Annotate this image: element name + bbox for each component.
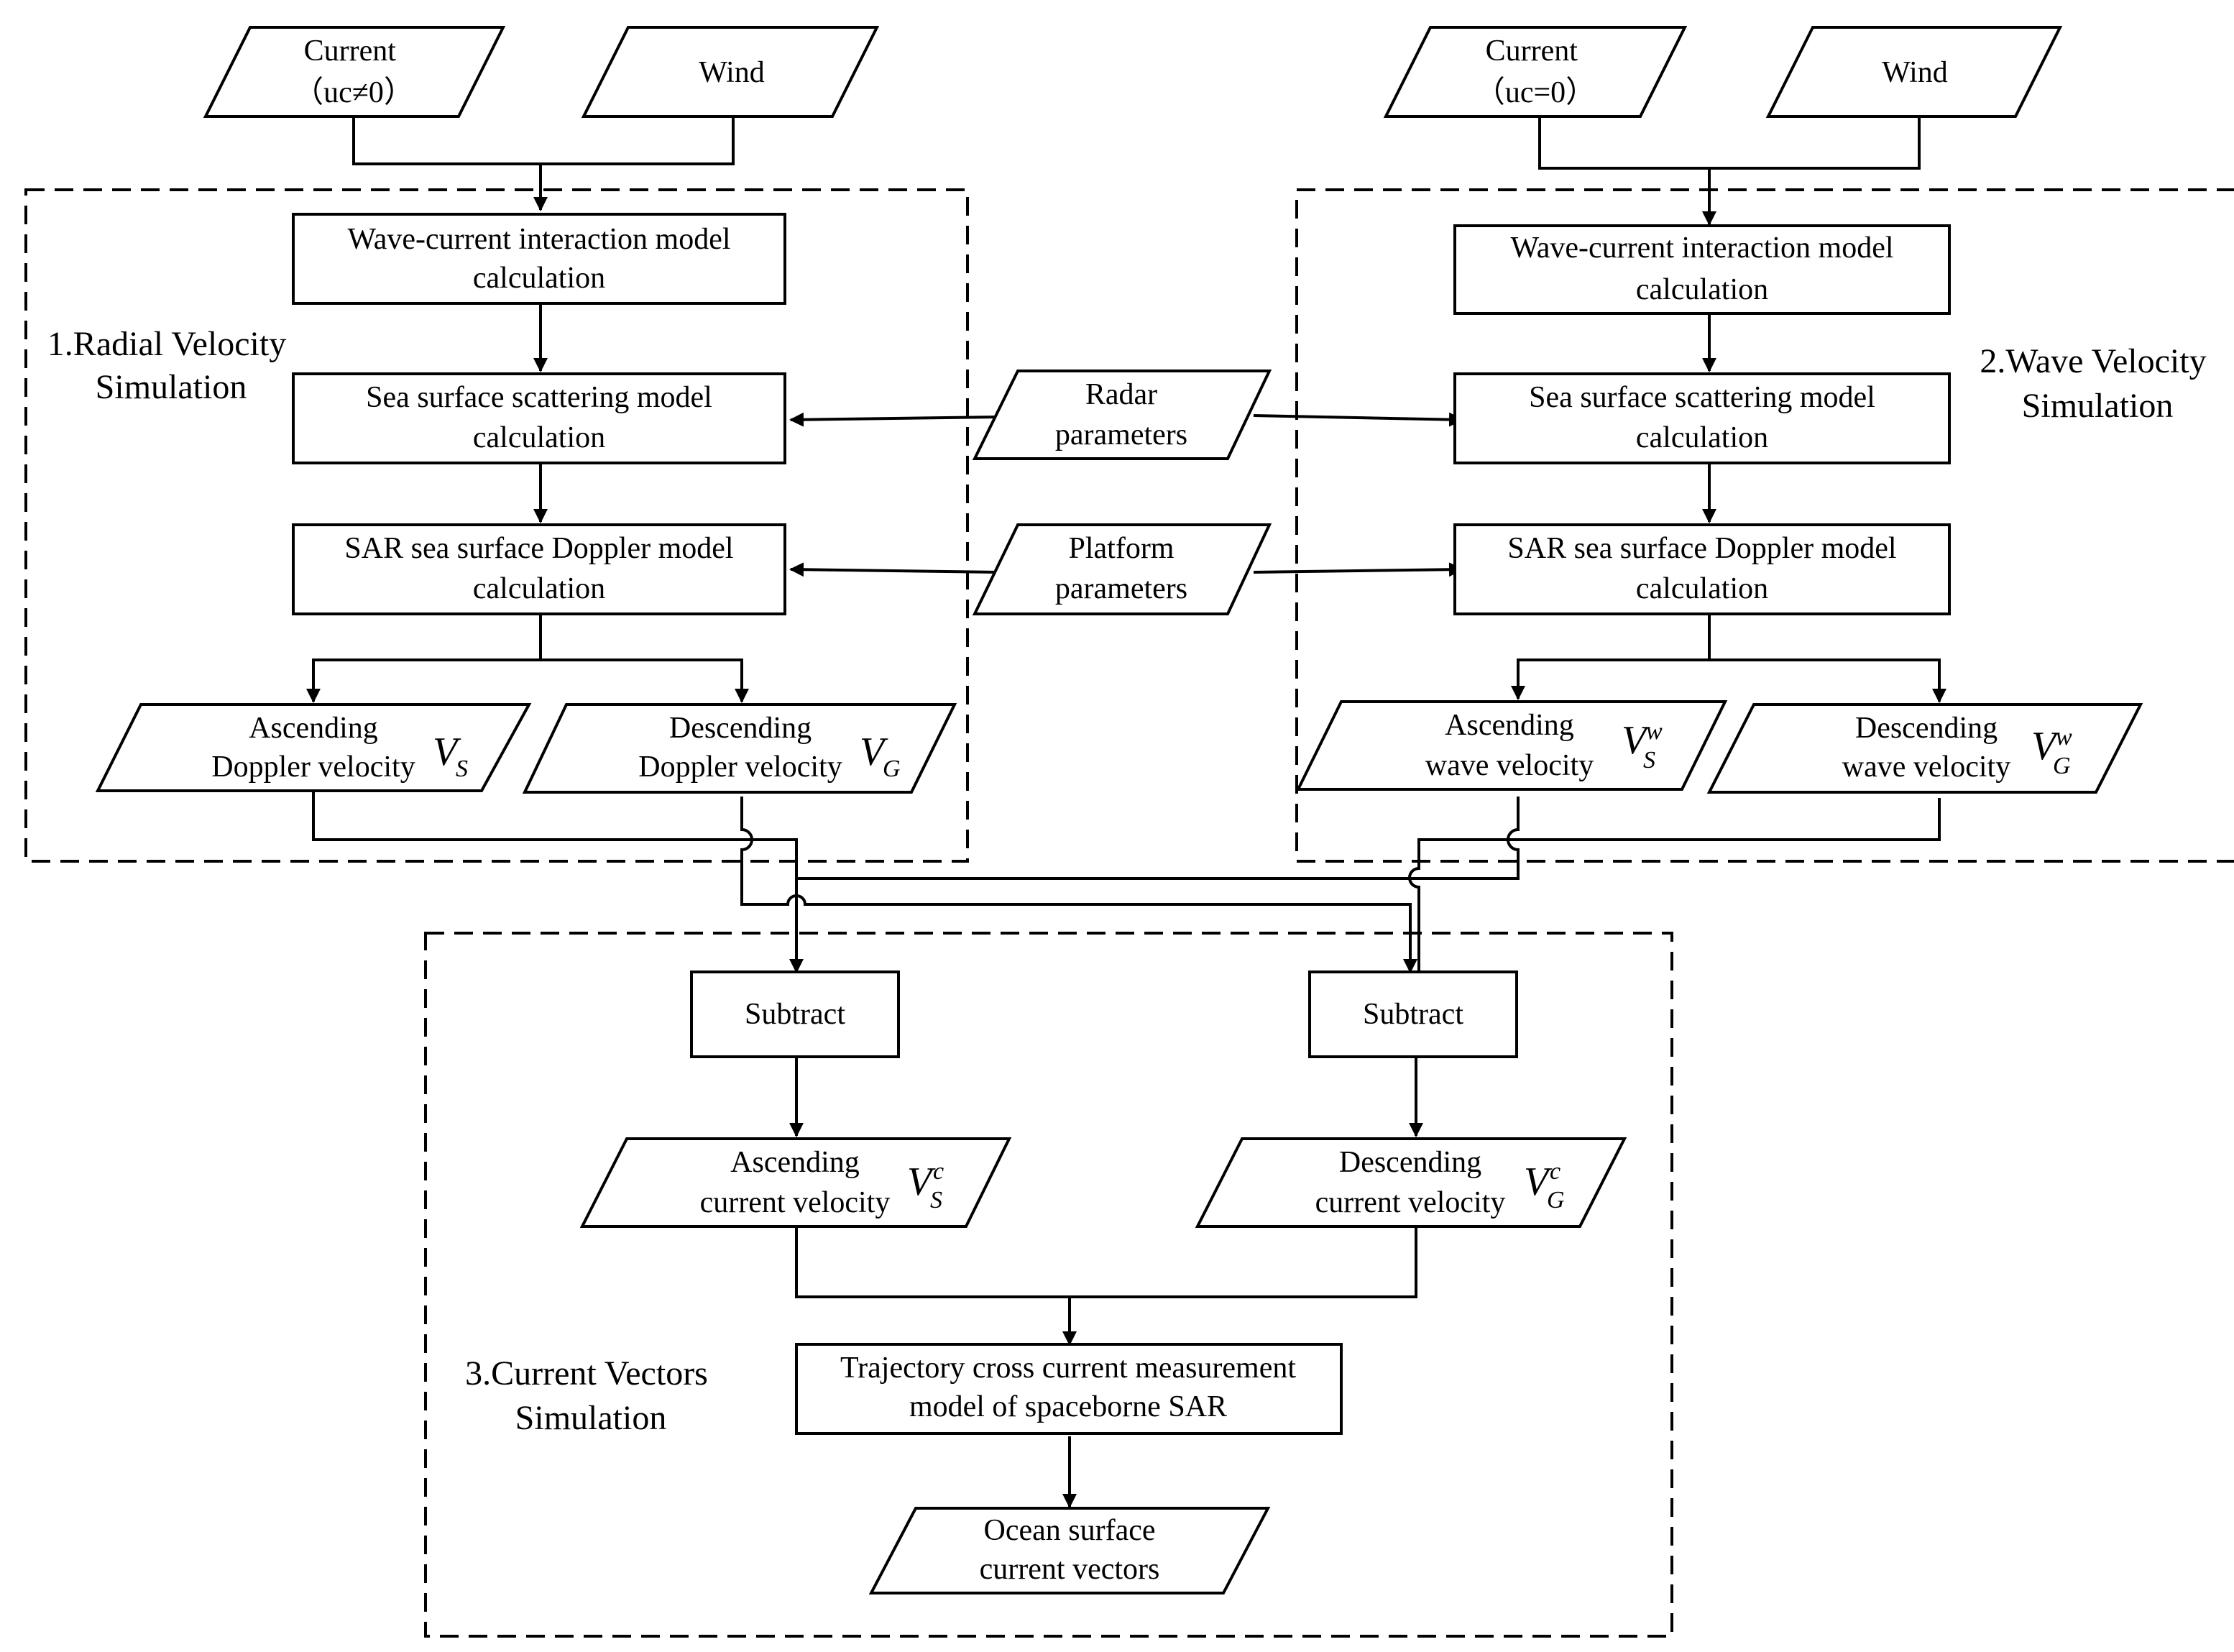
subtract-box-left: Subtract	[690, 970, 900, 1058]
wave-velocity-group-label: 2.Wave Velocity Simulation	[1980, 342, 2215, 425]
svg-text:Current （uc=0）: Current （uc=0）	[1475, 35, 1596, 109]
connector-right-split-desc	[1709, 658, 1946, 703]
input-wind-left: Wind	[581, 26, 880, 118]
input-current-nonzero: Current （uc≠0）	[203, 26, 506, 118]
velocity-superscript: w	[2056, 724, 2072, 751]
connector-left-split	[306, 615, 542, 703]
velocity-symbol: V	[860, 730, 888, 774]
velocity-subscript: S	[1643, 747, 1655, 774]
arrow-radar-to-right-scatter	[1253, 412, 1463, 427]
arrow-radar-to-left-scatter	[789, 412, 1000, 427]
current-vectors-group-boundary	[424, 932, 1673, 1638]
connector-currents-merge	[795, 1228, 1417, 1298]
velocity-subscript: S	[930, 1187, 942, 1213]
svg-text:Subtract: Subtract	[745, 998, 845, 1031]
velocity-symbol: V	[907, 1160, 936, 1204]
connector-right-inputs	[1538, 118, 1921, 170]
connector-desc-doppler-to-subtract	[740, 797, 1417, 973]
wave-velocity-group-boundary	[1295, 188, 2234, 863]
connector-right-split	[1511, 615, 1711, 700]
radial-velocity-group-label: 1.Radial Velocity Simulation	[47, 325, 295, 406]
velocity-superscript: c	[1550, 1158, 1560, 1185]
arrow-platform-to-left-doppler	[789, 562, 1000, 577]
connector-left-split-desc	[541, 658, 749, 703]
connector-asc-doppler-to-subtract	[312, 792, 804, 973]
svg-text:Trajectory cross current measu: Trajectory cross current measurementmode…	[840, 1352, 1296, 1423]
velocity-symbol: V	[433, 730, 461, 774]
svg-text:Current （uc≠0）: Current （uc≠0）	[293, 35, 414, 109]
svg-text:Wind: Wind	[699, 56, 765, 89]
velocity-symbol: V	[1524, 1160, 1553, 1204]
velocity-superscript: c	[933, 1158, 944, 1185]
velocity-symbol: V	[2031, 724, 2060, 768]
svg-text:Subtract: Subtract	[1363, 998, 1463, 1031]
connector-left-inputs	[352, 118, 735, 165]
svg-text:Wind: Wind	[1882, 56, 1948, 89]
radial-velocity-group-boundary	[24, 188, 969, 863]
arrow-platform-to-right-doppler	[1253, 562, 1463, 577]
velocity-subscript: S	[456, 756, 468, 782]
velocity-subscript: G	[883, 756, 901, 782]
current-vectors-group-label: 3.Current Vectors Simulation	[465, 1354, 717, 1437]
connector-asc-wave-to-subtract	[796, 797, 1520, 880]
svg-text:Wave-current interaction model: Wave-current interaction modelcalculatio…	[347, 223, 730, 295]
svg-text:Wave-current interaction model: Wave-current interaction modelcalculatio…	[1510, 231, 1893, 306]
input-wind-right: Wind	[1765, 26, 2063, 118]
input-current-zero: Current （uc=0）	[1383, 26, 1688, 118]
velocity-superscript: w	[1646, 718, 1663, 745]
velocity-symbol: V	[1622, 718, 1650, 763]
velocity-subscript: G	[1547, 1187, 1565, 1213]
connector-desc-wave-to-subtract	[1408, 798, 1941, 972]
subtract-box-right: Subtract	[1308, 970, 1518, 1058]
velocity-subscript: G	[2053, 753, 2071, 779]
